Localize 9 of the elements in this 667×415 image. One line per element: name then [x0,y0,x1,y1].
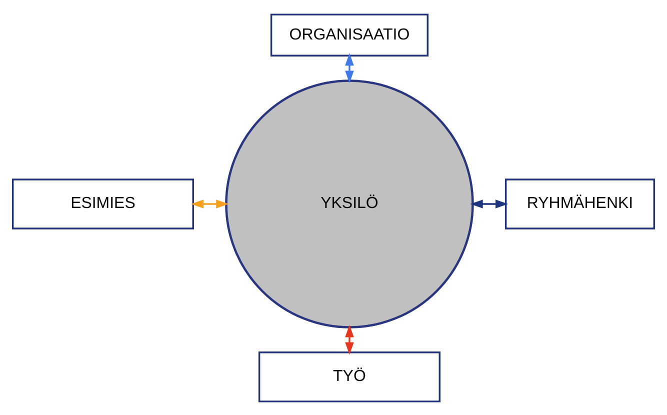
node-box: ORGANISAATIO [270,13,428,56]
arrow [470,199,508,208]
arrow [345,52,354,83]
arrow [345,324,354,354]
node-circle: YKSILÖ [225,79,474,328]
node-box: TYÖ [258,351,440,402]
node-box: ESIMIES [12,178,194,229]
arrow [190,199,229,208]
node-box: RYHMÄHENKI [504,178,656,229]
